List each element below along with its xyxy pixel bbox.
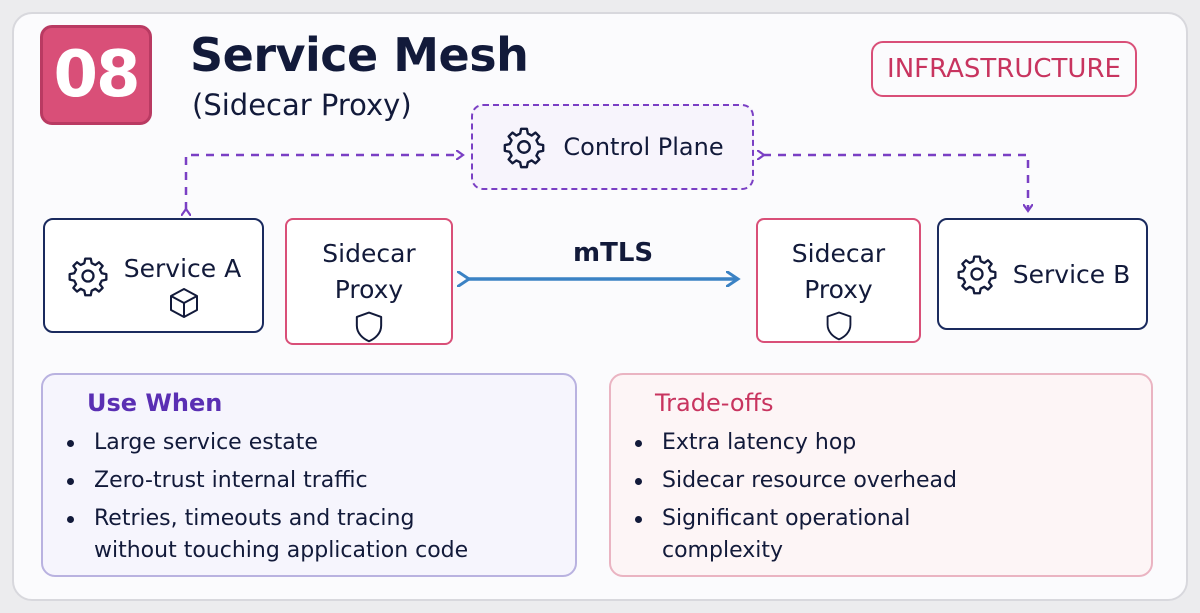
list-item: Large service estate [65, 427, 575, 459]
list-item: Extra latency hop [633, 427, 1151, 459]
list-item: Sidecar resource overhead [633, 465, 1151, 497]
gear-icon [957, 255, 997, 295]
use-when-title: Use When [87, 389, 223, 417]
service-b-label: Service B [1012, 259, 1131, 289]
page-title: Service Mesh [190, 28, 529, 82]
category-tag: INFRASTRUCTURE [871, 41, 1137, 97]
trade-offs-panel: Trade-offs Extra latency hop Sidecar res… [609, 373, 1153, 577]
shield-icon [826, 311, 851, 341]
sidecar-label-line2: Proxy [334, 275, 404, 304]
control-plane-node: Control Plane [471, 104, 754, 190]
list-item: Zero-trust internal traffic [65, 465, 575, 497]
sidecar-label-line1: Sidecar [322, 239, 416, 268]
sidecar-proxy-right: Sidecar Proxy [756, 218, 921, 343]
control-link-right [763, 155, 1028, 210]
section-number-badge: 08 [40, 25, 152, 125]
sidecar-label-line1: Sidecar [791, 239, 886, 268]
mtls-label: mTLS [573, 238, 654, 268]
sidecar-proxy-left: Sidecar Proxy [285, 218, 453, 345]
gear-icon [68, 256, 108, 296]
control-plane-label: Control Plane [563, 133, 724, 161]
use-when-list: Large service estate Zero-trust internal… [65, 427, 575, 567]
control-link-left [186, 155, 462, 210]
sidecar-label-line2: Proxy [804, 275, 873, 304]
service-a-node: Service A [43, 218, 264, 333]
service-a-label: Service A [123, 254, 242, 283]
list-item: Retries, timeouts and tracing without to… [65, 503, 484, 567]
use-when-panel: Use When Large service estate Zero-trust… [41, 373, 577, 577]
shield-icon [355, 311, 383, 343]
trade-offs-list: Extra latency hop Sidecar resource overh… [633, 427, 1151, 567]
list-item: Significant operational complexity [633, 503, 962, 567]
trade-offs-title: Trade-offs [655, 389, 774, 417]
page-subtitle: (Sidecar Proxy) [192, 88, 412, 122]
gear-icon [504, 127, 545, 169]
cube-icon [170, 288, 198, 318]
service-b-node: Service B [937, 218, 1148, 330]
